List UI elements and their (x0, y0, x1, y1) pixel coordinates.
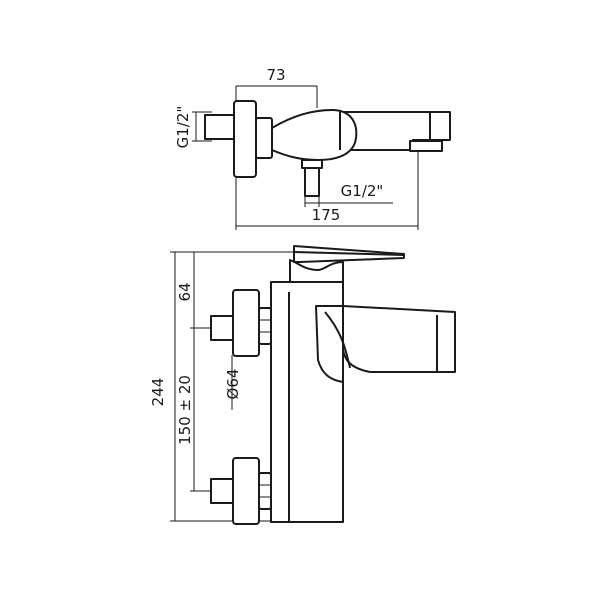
lower-connection (210, 457, 272, 525)
dimension-73: 73 (235, 66, 318, 108)
top-view: 73 G1/2" G1/2" (174, 66, 451, 230)
inlet-pipe-left (204, 114, 236, 140)
outlet-pipe-bottom (304, 167, 320, 197)
lower-flange (232, 457, 260, 525)
dim-label-flange-diameter: Ø64 (224, 369, 242, 400)
aerator-outlet (409, 140, 443, 152)
outlet-stub-bottom (301, 159, 323, 169)
dimension-244: 244 (149, 251, 294, 522)
dimension-flange-diameter: Ø64 (224, 355, 242, 410)
wall-flange (233, 100, 257, 178)
dim-label-244: 244 (149, 378, 167, 407)
mixer-body-side (270, 281, 344, 523)
dimension-150: 150 ± 20 (176, 328, 214, 492)
dim-label-150-tolerance: 150 ± 20 (176, 375, 194, 445)
dimension-175: 175 (235, 151, 419, 230)
lower-inlet-pipe (210, 478, 234, 504)
dimension-thread-bottom: G1/2" (304, 182, 393, 207)
dim-label-175: 175 (312, 206, 341, 224)
cartridge-neck (289, 259, 344, 283)
connection-nut (255, 117, 273, 159)
dimension-thread-left: G1/2" (174, 106, 212, 149)
dim-label-thread-left: G1/2" (174, 106, 192, 149)
upper-inlet-pipe (210, 315, 234, 341)
upper-nut (258, 307, 272, 345)
upper-connection (210, 289, 272, 357)
dim-label-64: 64 (176, 282, 194, 301)
side-view: 244 64 150 ± 20 Ø64 (149, 245, 456, 525)
lower-nut (258, 472, 272, 510)
upper-flange (232, 289, 260, 357)
mixer-body-top (271, 109, 358, 161)
dim-label-73: 73 (266, 66, 285, 84)
dim-label-thread-bottom: G1/2" (341, 182, 384, 200)
spout-side (342, 305, 456, 373)
dimension-64: 64 (176, 252, 214, 329)
